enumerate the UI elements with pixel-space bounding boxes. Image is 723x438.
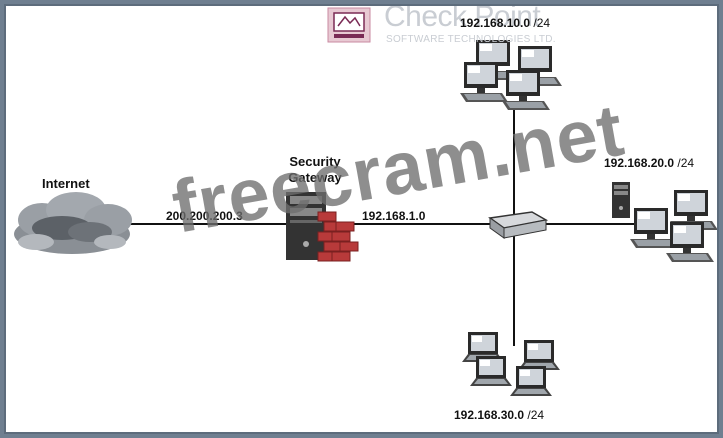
external-ip-label: 200.200.200.3 — [166, 209, 243, 223]
network-switch-icon — [488, 211, 549, 239]
laptop-computers-icon — [462, 332, 560, 396]
cloud-icon — [14, 192, 132, 254]
logo-tagline: SOFTWARE TECHNOLOGIES LTD. — [386, 34, 556, 45]
lan30-label: 192.168.30.0 /24 — [454, 408, 544, 422]
internal-ip-label: 192.168.1.0 — [362, 209, 426, 223]
lan30-mask: /24 — [527, 408, 545, 422]
gateway-label-line2: Gateway — [288, 170, 342, 185]
lan10-mask: /24 — [533, 16, 551, 30]
lan10-address: 192.168.10.0 — [460, 16, 531, 30]
checkpoint-logo — [326, 6, 374, 51]
lan30-address: 192.168.30.0 — [454, 408, 525, 422]
gateway-label: Security Gateway — [286, 154, 344, 186]
firewall-server-icon — [286, 192, 359, 262]
lan10-label: 192.168.10.0 /24 — [460, 16, 550, 30]
diagram-frame: Check Point SOFTWARE TECHNOLOGIES LTD. I… — [4, 4, 719, 434]
logo-name: Check Point — [384, 4, 541, 33]
internet-label: Internet — [42, 176, 90, 191]
lan20-address: 192.168.20.0 — [604, 156, 675, 170]
lan20-label: 192.168.20.0 /24 — [604, 156, 694, 170]
lan20-mask: /24 — [677, 156, 695, 170]
desktop-computers-icon — [460, 40, 562, 110]
network-diagram — [14, 40, 717, 396]
gateway-label-line1: Security — [289, 154, 341, 169]
desktop-computers-icon — [612, 182, 717, 262]
